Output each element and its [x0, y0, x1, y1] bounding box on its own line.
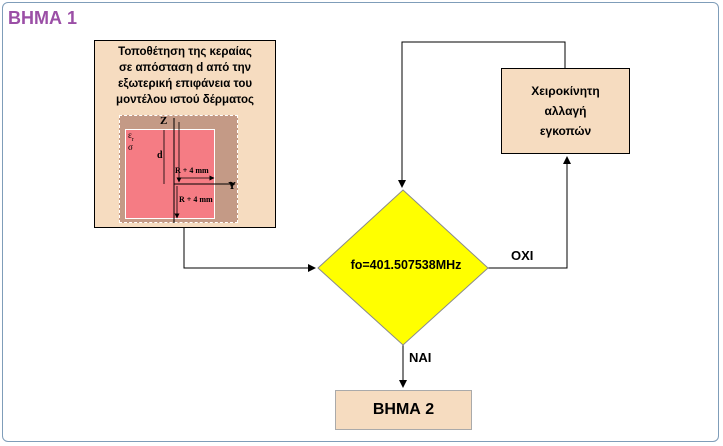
dimension-lower-label: R + 4 mm: [179, 195, 213, 204]
dimension-upper-label: R + 4 mm: [175, 166, 209, 175]
decision-diamond: [317, 189, 489, 346]
distance-label: d: [157, 150, 163, 161]
axis-z-label: Z: [160, 115, 168, 127]
connector-no-branch: [488, 156, 571, 269]
sigma-label: σ: [128, 142, 133, 152]
next-step-box: ΒΗΜΑ 2: [335, 390, 472, 430]
connector-placement-to-decision: [183, 228, 316, 272]
connector-manual-to-decision: [398, 41, 566, 188]
skin-tissue-block: [125, 129, 215, 219]
no-branch-label: ΟΧΙ: [511, 248, 534, 263]
yes-branch-label: ΝΑΙ: [409, 350, 432, 365]
placement-caption: Τοποθέτηση της κεραίας σε απόσταση d από…: [116, 46, 254, 106]
manual-caption: Χειροκίνητη αλλαγή εγκοπών: [531, 84, 600, 138]
decision-condition: fo=401.507538MHz: [350, 258, 462, 272]
axis-y-label: Y: [228, 180, 236, 192]
antenna-inset-figure: Z Y εr σ d R + 4 mm R + 4 mm: [119, 115, 238, 223]
inset-axes: [163, 118, 236, 223]
manual-slot-change-box: Χειροκίνητη αλλαγή εγκοπών: [501, 68, 630, 154]
epsilon-label: εr: [128, 130, 134, 143]
step-title: ΒΗΜΑ 1: [8, 8, 78, 28]
